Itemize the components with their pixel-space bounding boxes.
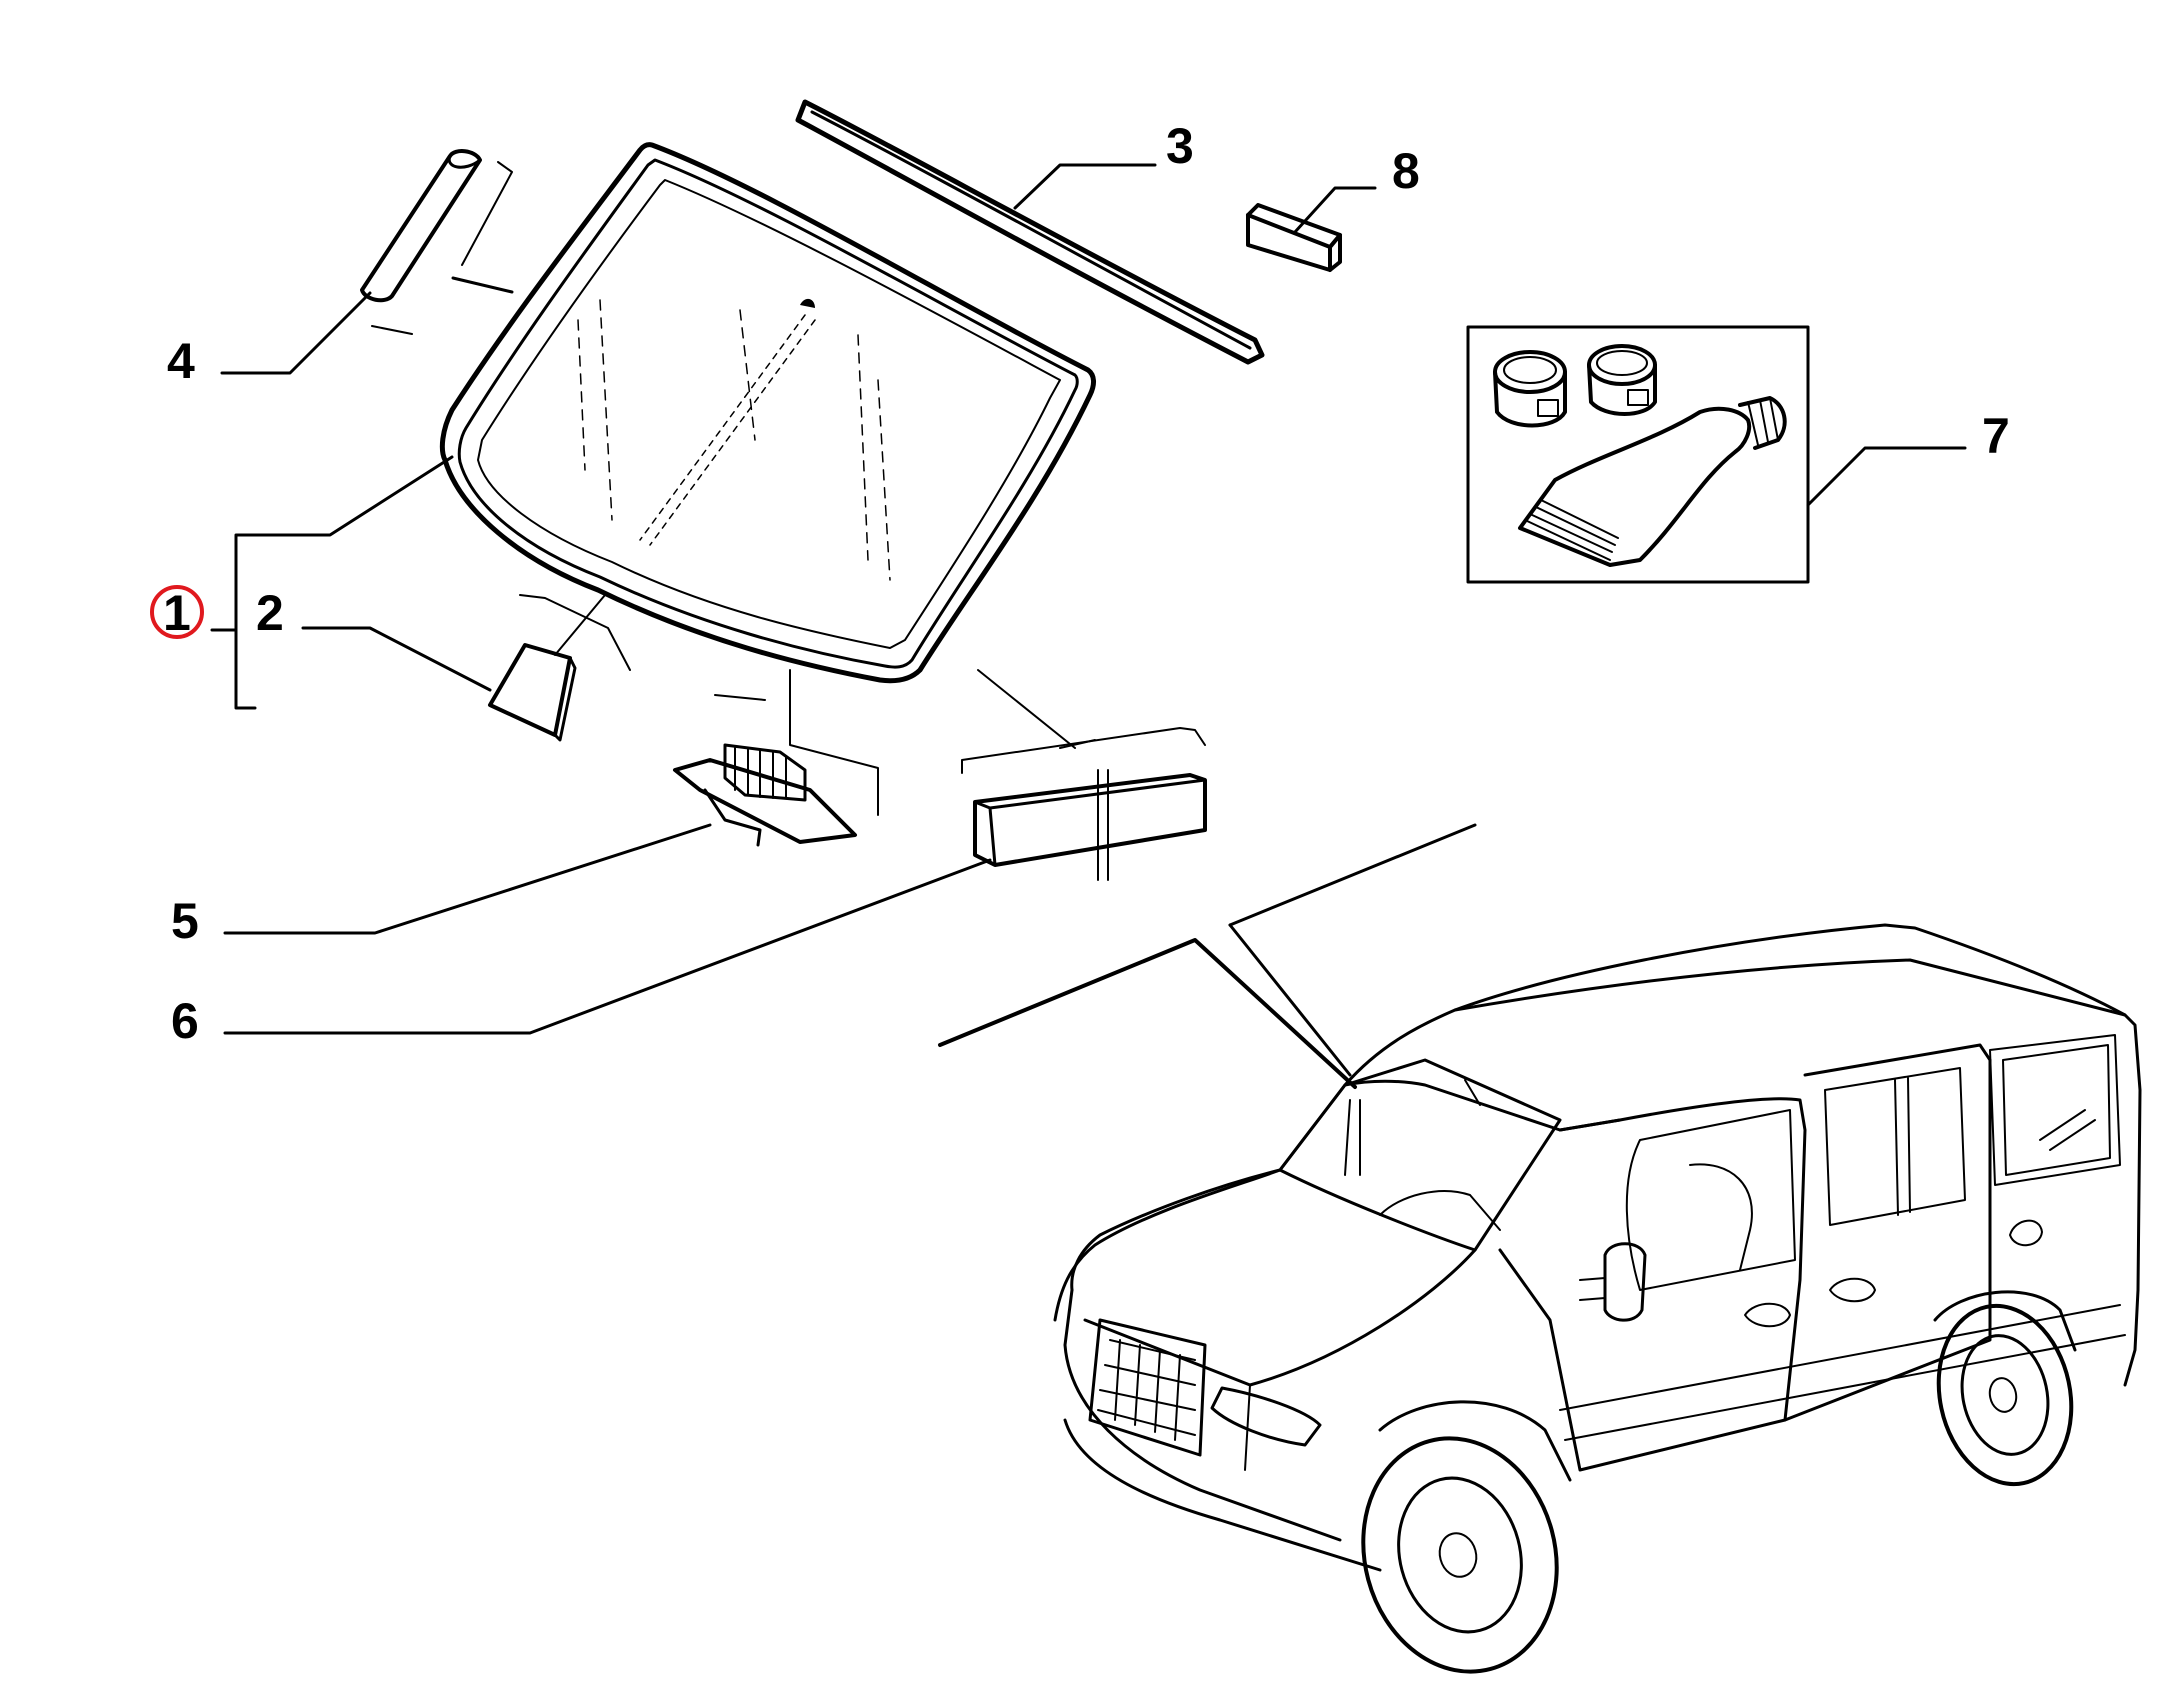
adhesive-kit-part xyxy=(1466,325,1810,584)
callout-1-highlight-ring xyxy=(150,585,204,639)
trim-strip-part xyxy=(360,149,513,335)
callout-2: 2 xyxy=(256,585,284,641)
callout-1: 1 xyxy=(163,585,191,641)
callout-4: 4 xyxy=(167,333,195,389)
callout-5: 5 xyxy=(171,893,199,949)
leader-lines xyxy=(210,163,1967,1035)
callout-8: 8 xyxy=(1392,143,1420,199)
sensor-bracket-part xyxy=(673,669,879,847)
callout-6: 6 xyxy=(171,993,199,1049)
windshield-part xyxy=(439,142,1096,684)
callout-3: 3 xyxy=(1166,118,1194,174)
callout-7: 7 xyxy=(1982,408,2010,464)
van-overview xyxy=(938,823,2142,1674)
small-pad-part xyxy=(1246,203,1342,272)
spacer-block-part xyxy=(961,669,1207,881)
callout-labels: 1 2 3 4 5 6 7 8 xyxy=(150,118,2010,1049)
upper-seal-part xyxy=(795,99,1265,365)
mirror-mount-part xyxy=(488,594,631,742)
